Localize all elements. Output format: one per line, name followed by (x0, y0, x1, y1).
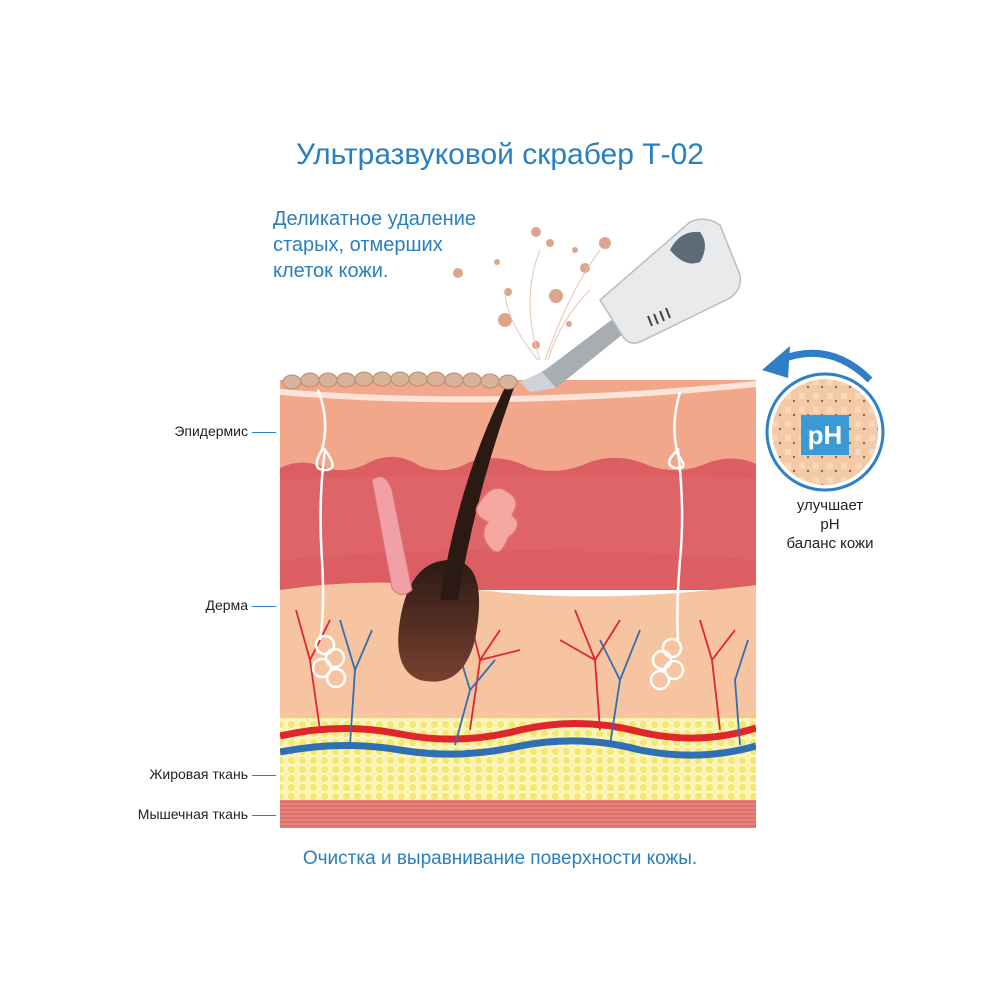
ph-arrow (778, 349, 873, 383)
ph-caption-line-3: баланс кожи (786, 535, 874, 552)
arrector-muscle (371, 476, 413, 595)
ultrasonic-scrubber-device (520, 218, 742, 392)
vein (280, 737, 756, 759)
label-dermis: Дерма (205, 597, 248, 613)
capillaries (295, 609, 749, 746)
ph-caption: улучшает pH баланс кожи (770, 496, 890, 553)
hair-shaft (440, 380, 517, 600)
sebaceous-gland (475, 487, 519, 553)
sweat-gland-coil-left (311, 634, 347, 689)
subtitle-line-1: Деликатное удаление (273, 208, 476, 230)
label-muscle: Мышечная ткань (137, 806, 248, 822)
leader-muscle (252, 815, 276, 816)
ph-caption-line-2: pH (820, 516, 840, 533)
ph-arrow-head (762, 346, 790, 378)
removed-cell-particles (453, 227, 611, 349)
sweat-gland-right (668, 391, 685, 641)
subtitle-line-3: клеток кожи. (273, 260, 389, 282)
diagram-title: Ультразвуковой скрабер Т-02 (296, 138, 704, 171)
footer-caption: Очистка и выравнивание поверхности кожы. (302, 848, 698, 869)
sweat-gland-coil-right (649, 637, 685, 691)
artery (280, 720, 756, 743)
label-fat: Жировая ткань (149, 766, 248, 782)
muscle-layer (280, 800, 756, 828)
leader-fat (252, 775, 276, 776)
subtitle-text: Деликатное удаление старых, отмерших кле… (273, 206, 533, 284)
deep-dermis-layer (280, 582, 756, 730)
dead-skin-cells (282, 371, 518, 390)
ph-caption-line-1: улучшает (796, 497, 864, 514)
leader-epidermis (252, 432, 276, 433)
label-epidermis: Эпидермис (174, 423, 248, 439)
leader-dermis (252, 606, 276, 607)
subtitle-line-2: старых, отмерших (273, 234, 443, 256)
particle-trails (504, 249, 601, 361)
ph-badge: pH (801, 415, 849, 455)
sweat-gland-left (315, 389, 334, 641)
